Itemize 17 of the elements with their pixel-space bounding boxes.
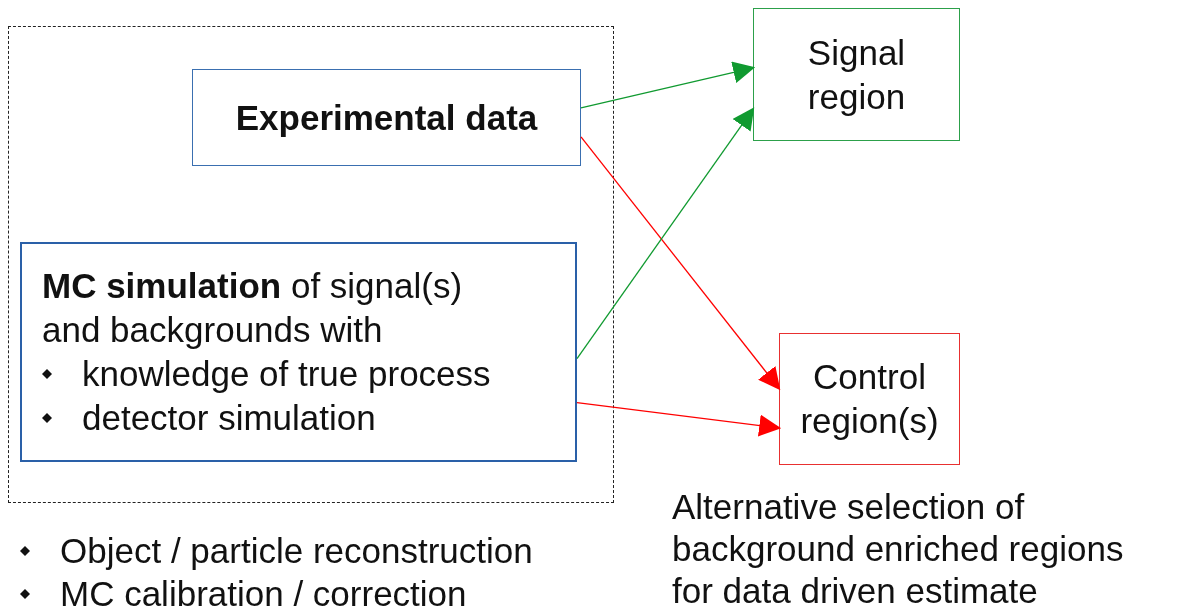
box-label: Signal region xyxy=(806,31,907,118)
arrow xyxy=(576,401,782,437)
bullet-text: Object / particle reconstruction xyxy=(60,530,533,572)
process-box xyxy=(192,69,581,166)
arrow xyxy=(580,61,756,109)
bullet-text: knowledge of true process xyxy=(82,353,491,395)
note-text: Alternative selection of background enriched regions for data driven estimate xyxy=(672,486,1125,612)
box-label: Experimental data xyxy=(235,96,538,139)
process-box xyxy=(20,242,577,462)
process-box xyxy=(753,8,960,141)
box-label: Control region(s) xyxy=(799,356,940,442)
process-box xyxy=(779,333,960,465)
arrow xyxy=(576,107,755,360)
arrow xyxy=(580,136,781,391)
bullet-text: MC calibration / correction xyxy=(60,573,467,614)
dashed-group-box xyxy=(8,26,614,503)
bullet-text: detector simulation xyxy=(82,397,376,439)
